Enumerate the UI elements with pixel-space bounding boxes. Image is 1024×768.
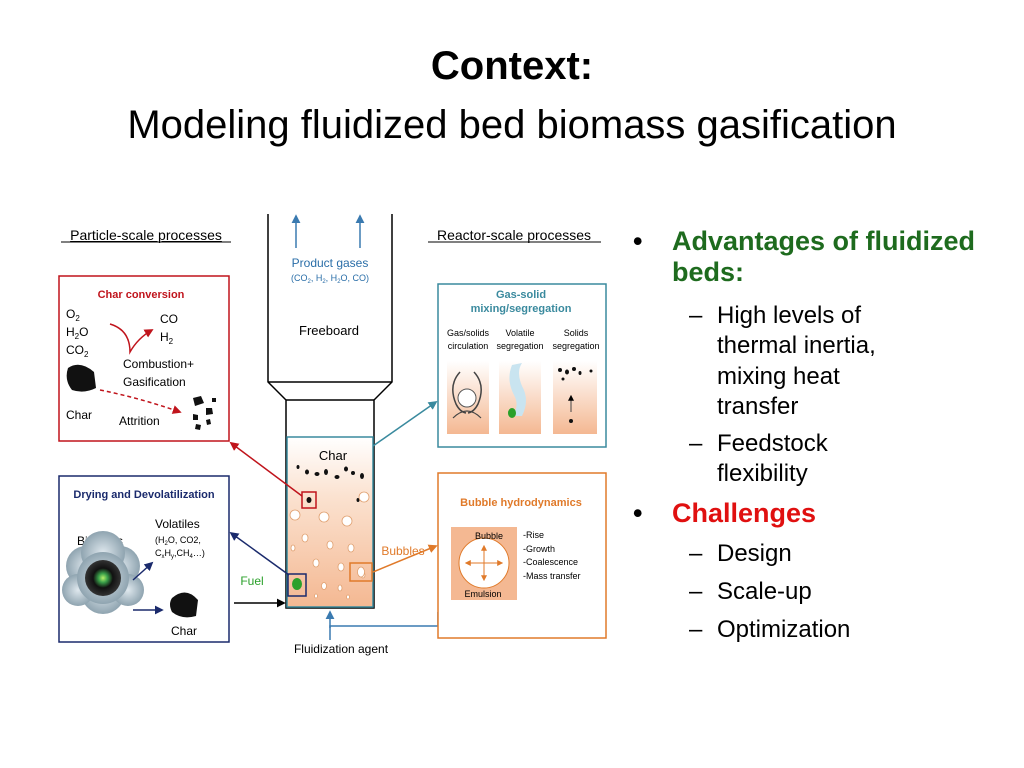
bubble-item-rise: -Rise [523,530,544,540]
gas-solid-link-arrow-icon [372,400,438,447]
volatiles-formula-1: (H2O, CO2, [155,535,201,547]
reaction-arrow-icon [109,323,154,355]
volatile-fuel-icon [508,408,516,418]
adv-1-line-4: transfer [717,393,799,420]
reactor-bed [286,436,374,608]
char-conversion-heading: Char conversion [98,289,185,301]
dash-icon: – [689,302,703,329]
col1-label-b: circulation [448,341,489,351]
bullet-dot-icon: • [633,498,643,528]
dash-icon: – [689,578,703,605]
bubble-hydro-box: Bubble hydrodynamics Bubble Emulsion -Ri… [437,472,607,639]
fuel-highlight-box [287,573,307,597]
adv-2-line-1: Feedstock [717,430,828,457]
solids-panel [553,361,597,434]
bubble-label: Bubble [475,531,503,541]
adv-1-line-1: High levels of [717,302,862,329]
adv-1-line-3: mixing heat [717,363,840,390]
volatiles-arrow-icon [132,561,154,581]
dash-icon: – [689,540,703,567]
drying-link-arrow-icon [229,531,290,576]
volatiles-label: Volatiles [155,517,200,531]
attrition-label: Attrition [119,414,160,428]
char-particles [296,465,364,502]
co-label: CO [160,312,178,326]
bubble-item-coalescence: -Coalescence [523,557,578,567]
slide-title-line-2: Modeling fluidized bed biomass gasificat… [127,103,897,147]
bubble-item-mass-transfer: -Mass transfer [523,571,581,581]
particle-scale-label: Particle-scale processes [70,227,222,243]
char-conversion-box: Char conversion O2 H2O CO2 CO H2 Combust… [58,275,230,442]
advantages-heading: Advantages of fluidized beds: [672,226,976,287]
gas-solid-heading-2: mixing/segregation [471,303,572,315]
o2-label: O2 [66,307,80,323]
adv-1-line-2: thermal inertia, [717,332,876,359]
challenge-design: Design [717,540,792,567]
fluidization-flow-line [329,612,439,640]
drying-box: Drying and Devolatilization Biomass Vola… [58,475,230,643]
challenges-heading: Challenges [672,498,817,528]
solids-particles-icon [558,367,593,423]
bubble-hydro-link-arrow-icon [372,544,438,573]
challenge-optimization: Optimization [717,616,851,643]
col2-label-b: segregation [496,341,543,351]
volatile-plume-icon [509,363,526,416]
dash-icon: – [689,430,703,457]
reactor-scale-label: Reactor-scale processes [437,227,591,243]
dash-icon: – [689,616,703,643]
challenge-scale-up: Scale-up [717,578,812,605]
drying-char-label: Char [171,624,197,638]
freeboard-label: Freeboard [299,323,359,338]
gasification-label: Gasification [123,375,186,389]
reactor-bubbles [289,491,370,600]
slide-title-line-1: Context: [430,44,594,88]
reactor-char-label: Char [319,448,348,463]
fuel-label: Fuel [240,574,263,588]
h2o-label: H2O [66,325,88,341]
combustion-label: Combustion+ [123,357,194,371]
attrition-arrow-icon [99,389,182,414]
co2-label: CO2 [66,343,89,359]
volatiles-formula-2: CxHy,CH4…) [155,548,205,560]
emulsion-label: Emulsion [464,589,501,599]
reactor: Product gases (CO2, H2, H2O, CO) Freeboa… [234,214,439,656]
h2-label: H2 [160,330,174,346]
char-highlight-box [301,491,317,509]
product-gases-label: Product gases [292,256,369,270]
drying-heading: Drying and Devolatilization [73,489,214,501]
drying-char-particle-icon [170,592,198,618]
col3-label-a: Solids [564,328,589,338]
col3-label-b: segregation [552,341,599,351]
adv-2-line-2: flexibility [717,460,808,487]
biomass-particle-icon [85,560,121,596]
col1-label-a: Gas/solids [447,328,490,338]
bubble-highlight-box [349,562,373,582]
col2-label-a: Volatile [505,328,534,338]
bullet-dot-icon: • [633,226,643,256]
gas-solid-heading-1: Gas-solid [496,289,546,301]
bubble-hydro-heading: Bubble hydrodynamics [460,497,582,509]
gas-solid-box: Gas-solid mixing/segregation Gas/solids … [437,283,607,448]
char-conversion-link-arrow-icon [229,441,303,497]
char-particle-icon [66,364,96,392]
bubbles-label: Bubbles [381,544,424,558]
fluidization-agent-label: Fluidization agent [294,642,389,656]
char-conv-char-label: Char [66,408,92,422]
attrition-fragments-icon [193,396,216,430]
product-gases-formula: (CO2, H2, H2O, CO) [291,273,369,285]
bubble-item-growth: -Growth [523,544,555,554]
